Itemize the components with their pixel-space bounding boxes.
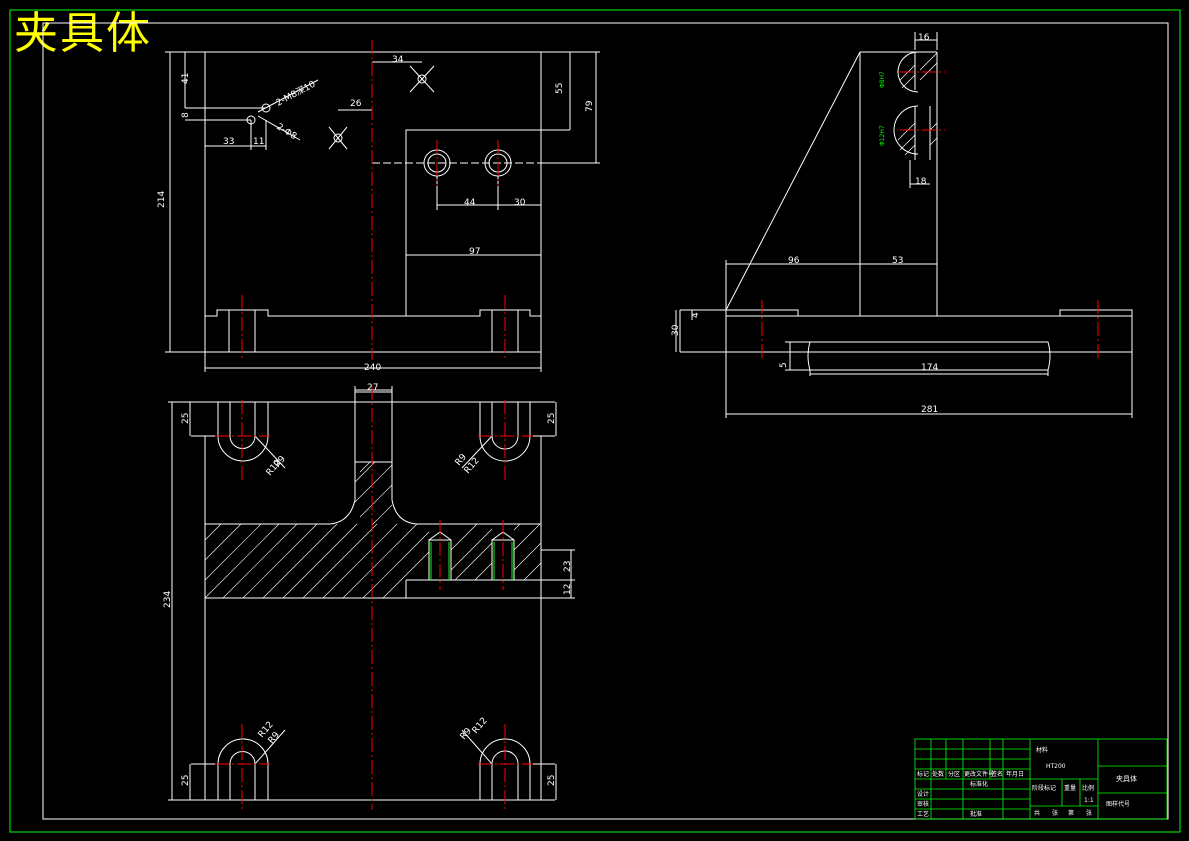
hole-note: 2-Φ8 <box>274 122 298 142</box>
tb-row-process: 工艺 <box>917 810 929 818</box>
tb-col-change: 更改文件号 <box>964 770 994 778</box>
dim-33: 33 <box>223 137 234 147</box>
tb-col-date: 年月日 <box>1006 770 1024 778</box>
tb-row-design: 设计 <box>917 790 929 798</box>
front-view <box>165 51 600 372</box>
side-view-hatch <box>897 52 938 156</box>
dim-97: 97 <box>469 247 480 257</box>
tb-col-zone: 分区 <box>948 770 960 778</box>
tb-scale-label: 比例 <box>1082 784 1094 792</box>
dim-16: 16 <box>918 33 930 43</box>
dim-25-tr: 25 <box>547 413 557 424</box>
dim-55: 55 <box>555 83 565 94</box>
tb-row-review: 审核 <box>917 800 929 808</box>
tol-phi12h7: Φ12H7 <box>879 125 886 146</box>
slot-arc-bl <box>217 738 269 765</box>
tb-row-mark: 标记 <box>917 770 929 778</box>
tb-weight: 重量 <box>1064 784 1076 792</box>
dim-281: 281 <box>921 405 938 415</box>
slot-arc-br <box>479 738 531 765</box>
front-raised-block <box>405 129 541 316</box>
front-dimensions: 34 41 8 2-M8深10 2-Φ8 26 55 79 33 11 214 … <box>157 55 595 373</box>
dim-r12-br: R12 <box>471 716 490 736</box>
dim-41: 41 <box>181 73 191 84</box>
dim-18: 18 <box>915 177 927 187</box>
dim-79: 79 <box>585 100 595 112</box>
plan-centerlines <box>215 386 533 810</box>
dim-25-bl: 25 <box>181 775 191 786</box>
tol-phi8h7: Φ8H7 <box>879 71 886 88</box>
dim-11: 11 <box>253 137 264 147</box>
tb-col-sign: 签名 <box>991 770 1003 778</box>
outer-frame <box>9 9 1181 833</box>
dim-96: 96 <box>788 256 800 266</box>
title-block-text: 材料 HT200 夹具体 图样代号 1:1 标记 设计 审核 工艺 处数 分区 … <box>917 746 1137 818</box>
tb-sheet-unit2: 张 <box>1086 809 1092 817</box>
drawing-title: 夹具体 <box>14 8 152 59</box>
side-view <box>675 32 1133 418</box>
front-centerlines <box>241 40 506 360</box>
pin-hole-right <box>491 539 515 581</box>
dim-27: 27 <box>367 383 378 393</box>
inner-frame <box>42 22 1169 820</box>
tb-material-value: HT200 <box>1046 763 1066 770</box>
tb-approve: 批准 <box>970 810 982 818</box>
front-body-outline <box>204 52 542 353</box>
pin-hole-highlight <box>430 542 513 580</box>
dim-34: 34 <box>392 55 404 65</box>
tb-sheet-no: 第 <box>1068 809 1074 817</box>
thread-note: 2-M8深10 <box>274 79 317 109</box>
tb-sheet-total: 共 <box>1034 809 1040 817</box>
pin-hole-left <box>428 539 452 581</box>
plan-view <box>168 386 575 801</box>
title-block <box>914 738 1168 820</box>
dim-23: 23 <box>563 561 573 572</box>
tb-sheet-unit1: 张 <box>1052 809 1058 817</box>
tb-std: 标准化 <box>970 780 988 788</box>
dim-214: 214 <box>157 191 167 208</box>
dim-44: 44 <box>464 198 476 208</box>
tb-stage: 阶段标记 <box>1032 784 1056 792</box>
side-centerlines <box>761 71 1099 360</box>
dim-25-tl: 25 <box>181 413 191 424</box>
plan-dimensions: 27 25 25 R9 R12 R9 R12 234 23 12 R12 R9 … <box>163 383 573 786</box>
dim-30-side: 30 <box>671 324 681 336</box>
dim-25-br: 25 <box>547 775 557 786</box>
tb-col-count: 处数 <box>932 770 944 778</box>
dim-26: 26 <box>350 99 362 109</box>
dim-12: 12 <box>563 584 573 595</box>
dim-53: 53 <box>892 256 903 266</box>
plan-section-hatch <box>204 461 542 599</box>
tb-scale: 1:1 <box>1084 797 1094 804</box>
slot-arc-tl <box>217 435 269 462</box>
dim-8: 8 <box>181 112 191 118</box>
dim-234: 234 <box>163 591 173 608</box>
dim-5: 5 <box>779 362 789 368</box>
tb-drawing-no: 图样代号 <box>1106 800 1130 808</box>
dim-4: 4 <box>691 312 701 318</box>
tb-part-name: 夹具体 <box>1116 774 1137 783</box>
tb-material-label: 材料 <box>1036 746 1048 754</box>
dim-30: 30 <box>514 198 526 208</box>
side-dimensions: 16 Φ8H7 Φ12H7 18 96 53 4 30 5 174 281 <box>671 33 938 415</box>
dim-174: 174 <box>921 363 938 373</box>
dim-240: 240 <box>364 363 381 373</box>
